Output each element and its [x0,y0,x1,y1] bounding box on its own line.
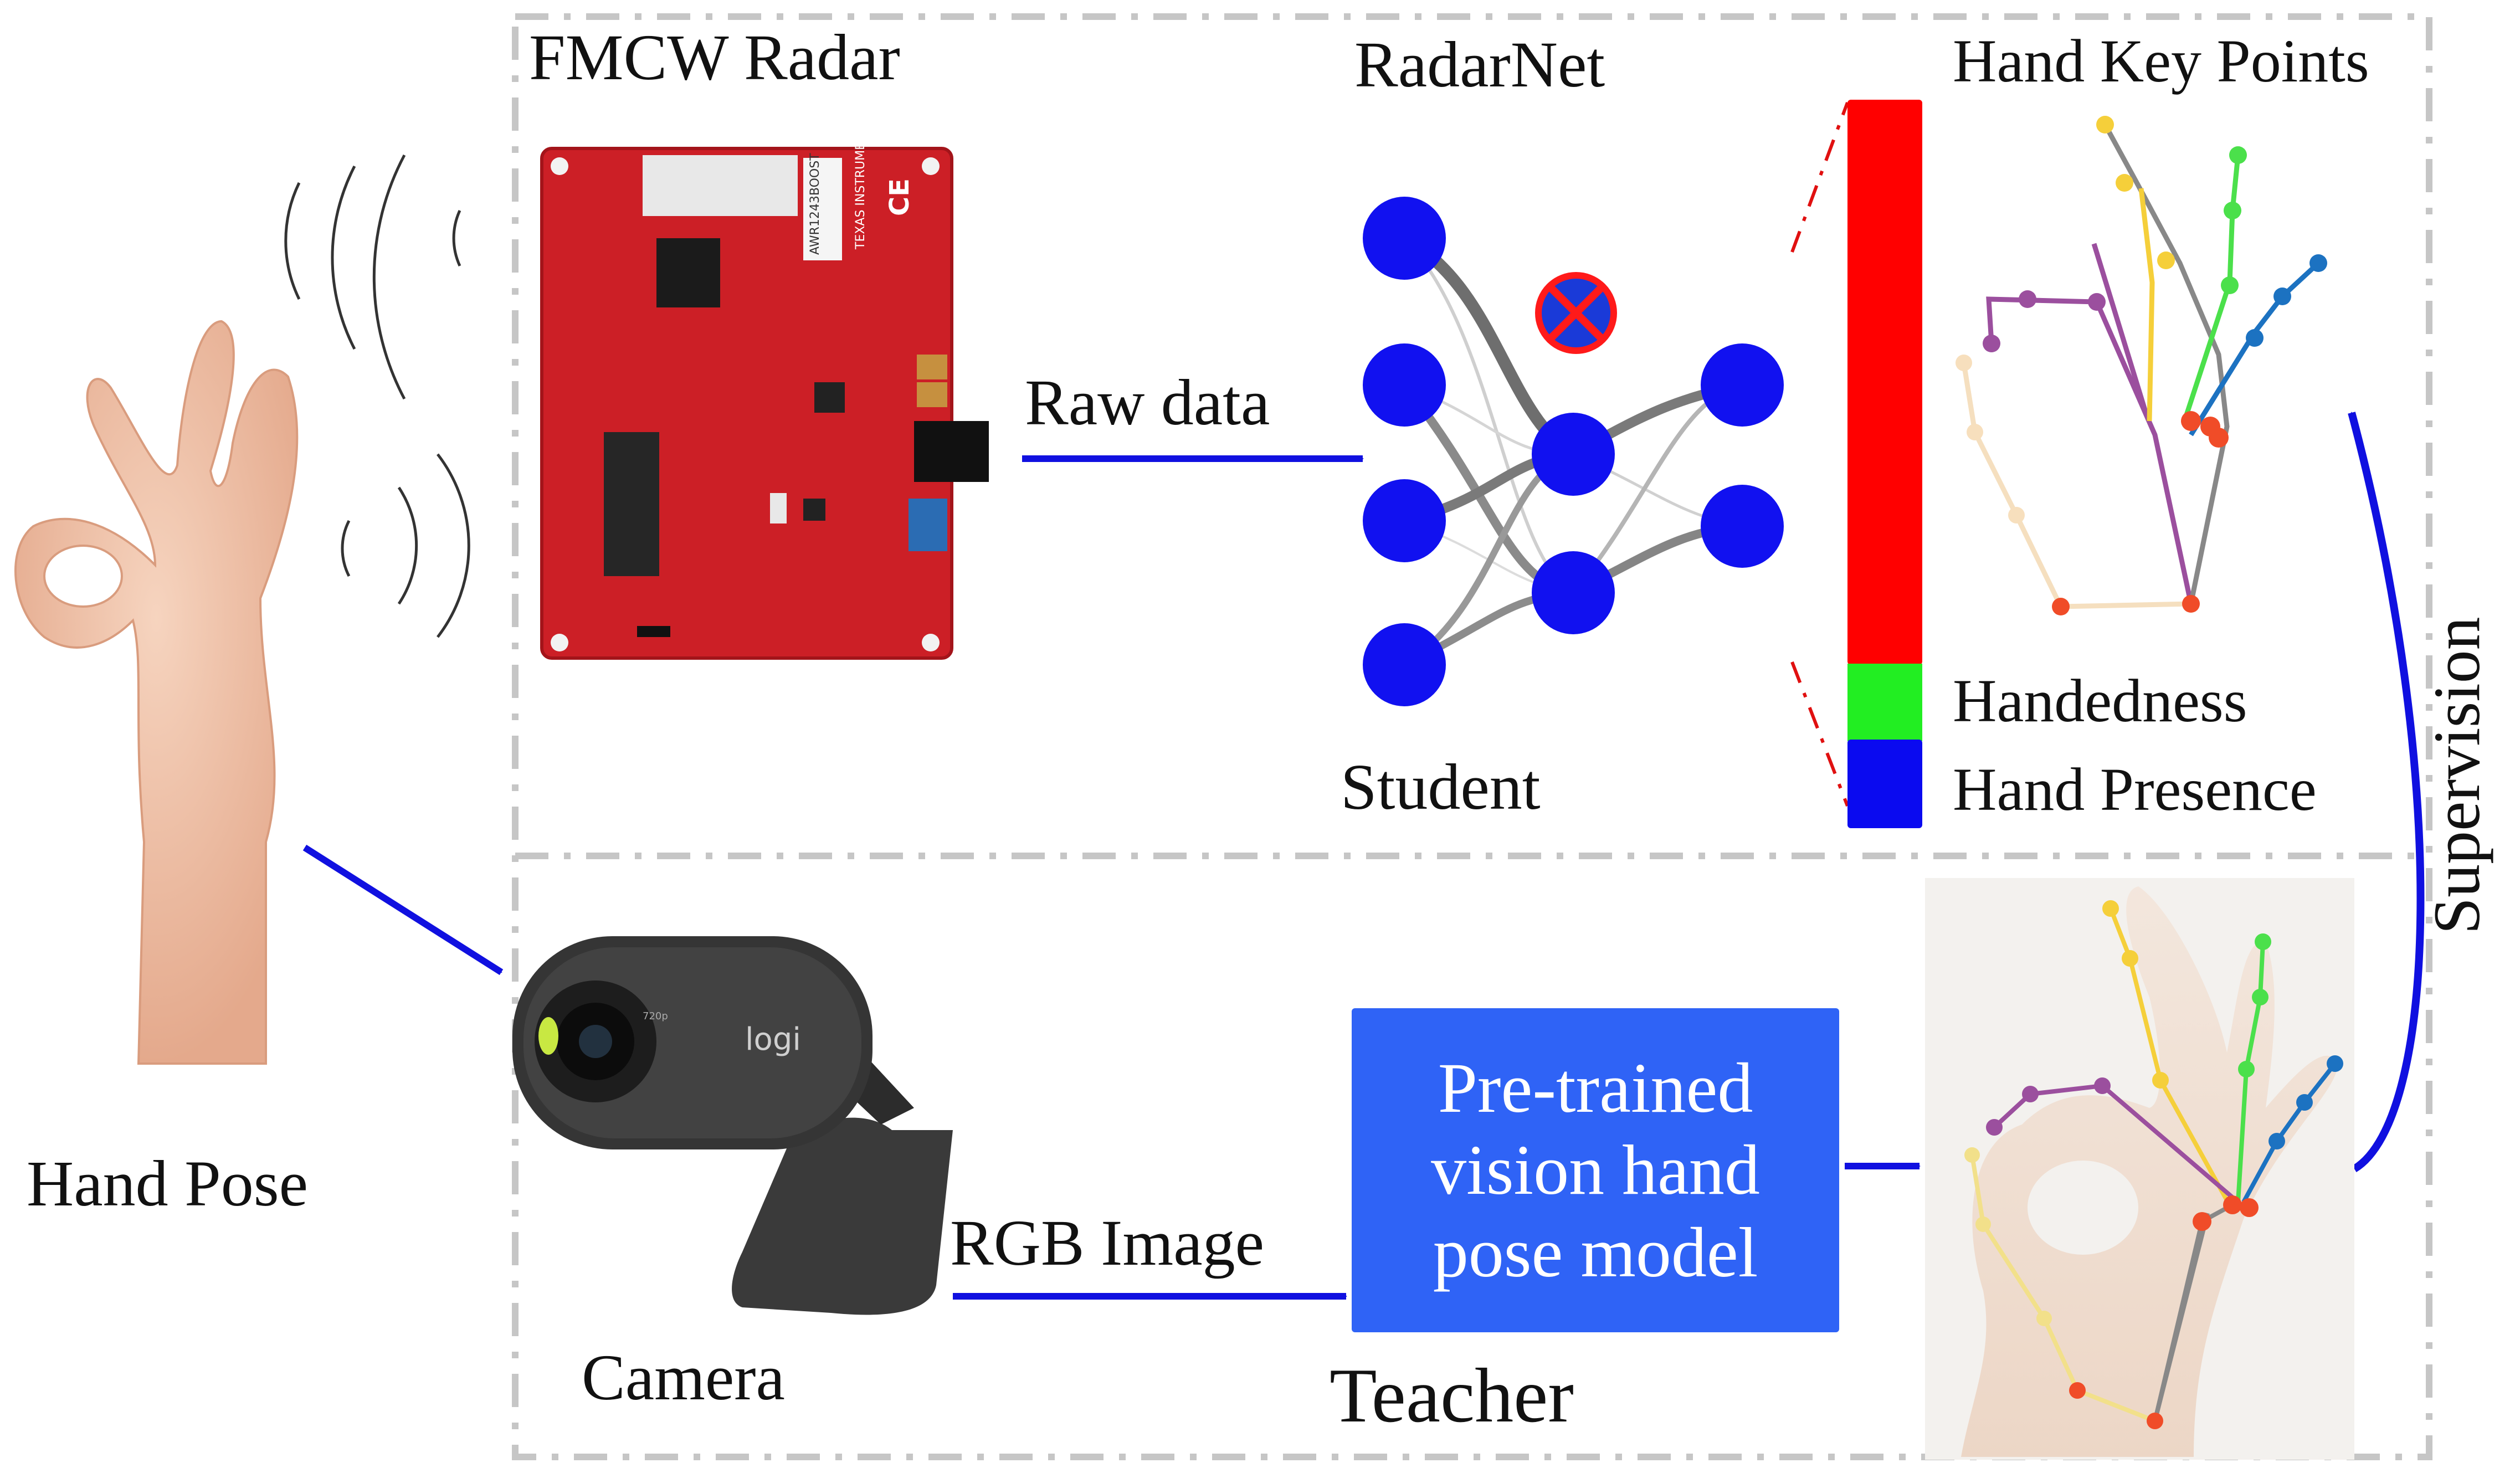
input-node-2 [1363,343,1446,427]
dashed-frame [512,13,2432,1460]
supervision-label: Supervision [2420,617,2493,935]
output-keypoints-segment [1847,100,1922,665]
hand-presence-label: Hand Presence [1953,756,2317,823]
fmcw-radar-label: FMCW Radar [529,21,900,94]
hand-ok-gesture-icon [14,320,299,1065]
keypoint-dots-top [1956,116,2327,615]
output-node-2 [1701,485,1784,568]
keypoint-skeleton-bottom [1970,907,2337,1423]
output-handedness-segment [1847,664,1922,741]
teacher-box-line-2: vision hand [1431,1131,1760,1210]
keypoint-dots-bottom [1964,900,2343,1429]
hand-to-camera-arrow [302,844,504,976]
network-nodes [1363,197,1784,706]
svg-text:TEXAS INSTRUMENTS: TEXAS INSTRUMENTS [854,118,868,250]
svg-text:AWR1243BOOST: AWR1243BOOST [808,153,822,255]
teacher-box-line-3: pose model [1433,1213,1758,1292]
webcam-icon: logi 720p [512,936,953,1315]
input-node-3 [1363,479,1446,562]
handedness-label: Handedness [1953,667,2247,735]
input-node-4 [1363,623,1446,706]
output-presence-segment [1847,740,1922,828]
hand-key-points-label: Hand Key Points [1953,27,2369,95]
svg-text:CE: CE [884,178,915,216]
radar-board-icon: AWR1243BOOST TEXAS INSTRUMENTS CE [540,118,989,660]
radarnet-label: RadarNet [1354,28,1605,101]
teacher-box-line-1: Pre-trained [1438,1048,1753,1127]
rgb-image-label: RGB Image [950,1207,1264,1279]
keypoint-overlay-photo [1925,878,2354,1460]
hidden-node-2 [1532,551,1615,634]
teacher-label: Teacher [1330,1353,1574,1439]
dropout-icon [1535,272,1617,354]
svg-text:logi: logi [745,1022,801,1058]
input-node-1 [1363,197,1446,280]
supervision-arrow [2348,412,2425,1172]
output-vector [1847,100,1922,828]
radar-waves-icon [284,154,470,638]
student-label: Student [1341,751,1541,823]
svg-text:720p: 720p [643,1010,668,1022]
hidden-node-1 [1532,413,1615,496]
raw-data-label: Raw data [1025,366,1270,439]
teacher-model-box: Pre-trained vision hand pose model [1352,1008,1839,1332]
output-node-1 [1701,343,1784,427]
hand-pose-label: Hand Pose [27,1147,309,1220]
expansion-lines [1790,101,1849,807]
keypoint-skeleton-top [1961,123,2321,609]
camera-label: Camera [582,1341,785,1414]
